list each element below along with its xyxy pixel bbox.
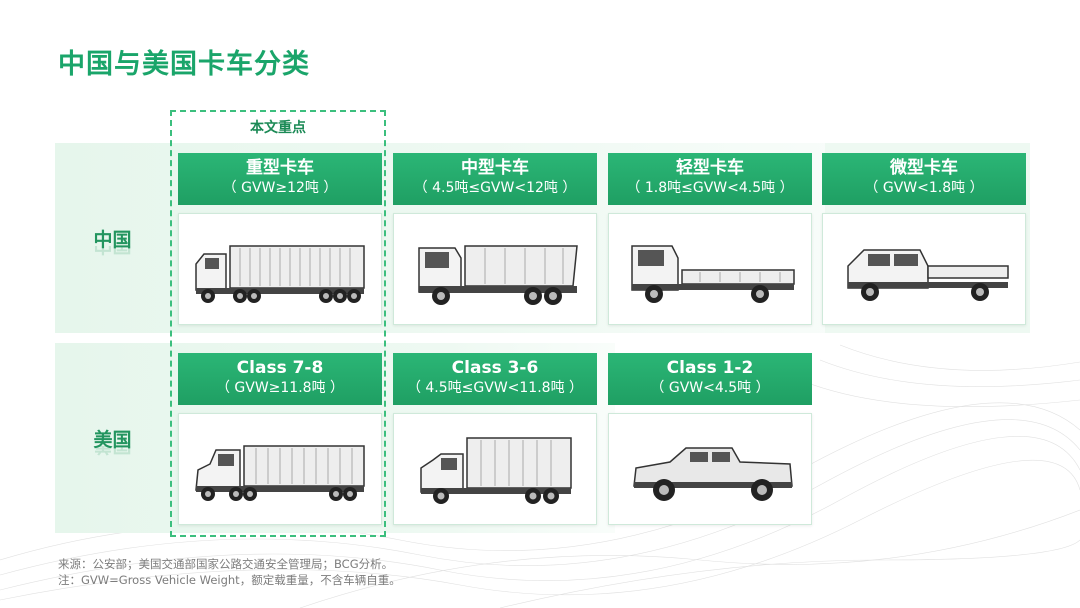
card-image (178, 413, 382, 525)
card-header: Class 7-8 （ GVW≥11.8吨 ） (178, 353, 382, 405)
card-header: 微型卡车 （ GVW<1.8吨 ） (822, 153, 1026, 205)
card-title: Class 1-2 (666, 358, 754, 378)
usa-card-class-3-6: Class 3-6 （ 4.5吨≤GVW<11.8吨 ） (393, 353, 597, 525)
card-title: 微型卡车 (890, 158, 958, 178)
card-title: 轻型卡车 (676, 158, 744, 178)
card-title: Class 3-6 (451, 358, 539, 378)
row-label-usa: 美国 美国 (55, 425, 170, 460)
card-title: Class 7-8 (236, 358, 324, 378)
card-header: Class 1-2 （ GVW<4.5吨 ） (608, 353, 812, 405)
row-label-usa-text: 美国 (93, 429, 132, 451)
card-gvw-range: （ GVW<1.8吨 ） (864, 180, 984, 196)
note-footnote: 注：GVW=Gross Vehicle Weight，额定载重量，不含车辆自重。 (58, 573, 401, 587)
card-header: 重型卡车 （ GVW≥12吨 ） (178, 153, 382, 205)
card-image (178, 213, 382, 325)
row-label-china-text: 中国 (93, 229, 132, 251)
focus-highlight-box (170, 110, 386, 537)
pickup-truck-icon (633, 447, 793, 501)
row-label-usa-reflection: 美国 (55, 446, 170, 460)
card-title: 重型卡车 (246, 158, 314, 178)
card-image (822, 213, 1026, 325)
source-footnote: 来源：公安部；美国交通部国家公路交通安全管理局；BCG分析。 (58, 557, 394, 571)
dump-truck-icon (418, 245, 578, 305)
card-gvw-range: （ GVW<4.5吨 ） (650, 380, 770, 396)
semi-trailer-truck-icon (195, 445, 365, 501)
row-label-china-reflection: 中国 (55, 246, 170, 260)
card-image (393, 213, 597, 325)
china-card-light: 轻型卡车 （ 1.8吨≤GVW<4.5吨 ） (608, 153, 812, 325)
focus-label: 本文重点 (250, 120, 306, 136)
page-title: 中国与美国卡车分类 (58, 49, 310, 80)
card-gvw-range: （ 4.5吨≤GVW<12吨 ） (413, 180, 577, 196)
card-header: 轻型卡车 （ 1.8吨≤GVW<4.5吨 ） (608, 153, 812, 205)
china-card-medium: 中型卡车 （ 4.5吨≤GVW<12吨 ） (393, 153, 597, 325)
mini-pickup-truck-icon (847, 249, 1009, 301)
card-gvw-range: （ GVW≥11.8吨 ） (215, 380, 345, 396)
card-header: 中型卡车 （ 4.5吨≤GVW<12吨 ） (393, 153, 597, 205)
light-flatbed-truck-icon (631, 245, 795, 303)
box-truck-icon (420, 437, 572, 504)
card-gvw-range: （ GVW≥12吨 ） (222, 180, 338, 196)
usa-card-class-7-8: Class 7-8 （ GVW≥11.8吨 ） (178, 353, 382, 525)
card-image (608, 213, 812, 325)
row-label-china: 中国 中国 (55, 225, 170, 260)
card-gvw-range: （ 4.5吨≤GVW<11.8吨 ） (406, 380, 584, 396)
card-title: 中型卡车 (461, 158, 529, 178)
card-image (393, 413, 597, 525)
china-card-heavy: 重型卡车 （ GVW≥12吨 ） (178, 153, 382, 325)
card-gvw-range: （ 1.8吨≤GVW<4.5吨 ） (626, 180, 794, 196)
heavy-container-truck-icon (195, 245, 365, 303)
usa-card-class-1-2: Class 1-2 （ GVW<4.5吨 ） (608, 353, 812, 525)
card-header: Class 3-6 （ 4.5吨≤GVW<11.8吨 ） (393, 353, 597, 405)
card-image (608, 413, 812, 525)
china-card-mini: 微型卡车 （ GVW<1.8吨 ） (822, 153, 1026, 325)
